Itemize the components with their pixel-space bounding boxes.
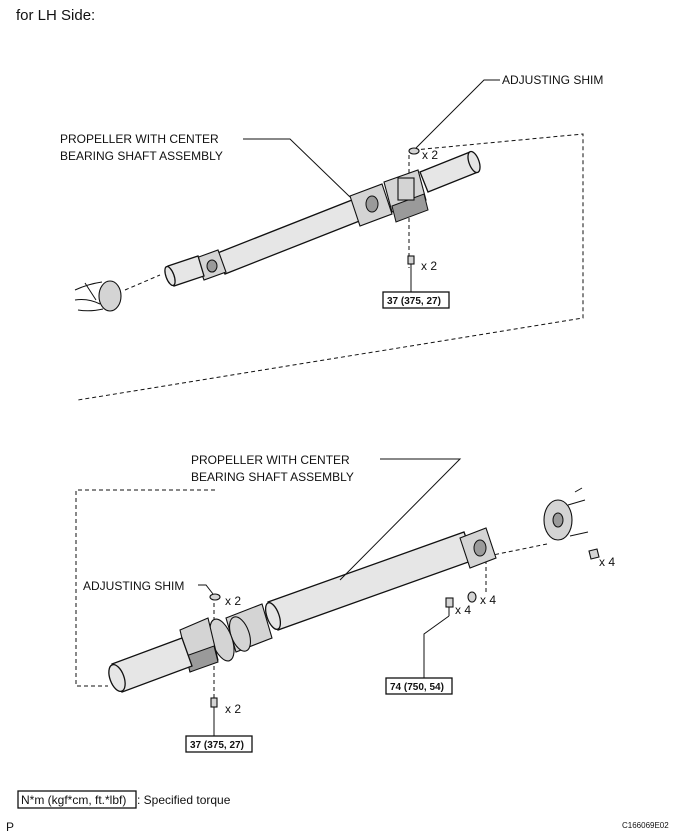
lower-torque-value: 37 (375, 27) xyxy=(190,740,244,751)
flange-bolt-quantity: x 4 xyxy=(455,603,471,617)
diagram-title: for LH Side: xyxy=(16,7,95,24)
lower-bolt-quantity: x 2 xyxy=(225,702,241,716)
torque-legend: N*m (kgf*cm, ft.*lbf) : Specified torque xyxy=(17,790,231,809)
upper-assembly-label-line2: BEARING SHAFT ASSEMBLY xyxy=(60,149,223,163)
upper-assembly: ADJUSTING SHIM x 2 PROPELLER WITH CENTER… xyxy=(60,73,603,401)
flange-washer xyxy=(467,591,477,603)
lower-center-bolt xyxy=(210,697,218,716)
upper-shim-leader xyxy=(415,79,500,149)
upper-alignment-line xyxy=(77,133,584,401)
lower-assembly-label-line1: PROPELLER WITH CENTER xyxy=(191,453,350,467)
upper-propeller-shaft xyxy=(164,150,481,287)
legend-unit-text: N*m (kgf*cm, ft.*lbf) xyxy=(21,793,126,807)
figure-code: C166069E02 xyxy=(622,821,669,830)
upper-adjusting-shim-label: ADJUSTING SHIM xyxy=(502,73,603,87)
lower-adjusting-shim xyxy=(209,593,221,601)
lower-shim-quantity: x 2 xyxy=(225,594,241,608)
flange-nut-quantity: x 4 xyxy=(599,555,615,569)
legend-description: : Specified torque xyxy=(137,793,231,807)
lower-frame-line xyxy=(75,489,215,687)
transmission-output-flange xyxy=(74,280,122,312)
flange-torque-box xyxy=(385,677,453,695)
upper-bolt xyxy=(407,255,415,272)
legend-unit-box xyxy=(17,790,137,809)
upper-bolt-quantity: x 2 xyxy=(421,259,437,273)
lower-assembly-label-line2: BEARING SHAFT ASSEMBLY xyxy=(191,470,354,484)
lower-torque-box xyxy=(185,735,253,753)
upper-assembly-label-line1: PROPELLER WITH CENTER xyxy=(60,132,219,146)
flange-torque-value: 74 (750, 54) xyxy=(390,682,444,693)
washer-quantity: x 4 xyxy=(480,593,496,607)
lower-adjusting-shim-label: ADJUSTING SHIM xyxy=(83,579,184,593)
upper-assembly-leader xyxy=(243,138,351,198)
differential-companion-flange xyxy=(543,487,600,560)
lower-assembly: PROPELLER WITH CENTER BEARING SHAFT ASSE… xyxy=(75,453,615,753)
flange-bolt-leader xyxy=(423,615,450,678)
lower-alignment-line xyxy=(487,543,548,557)
upper-torque-value: 37 (375, 27) xyxy=(387,296,441,307)
page-marker: P xyxy=(6,820,14,834)
lower-assembly-leader xyxy=(339,458,462,581)
lower-propeller-shaft xyxy=(108,527,497,693)
flange-bolt xyxy=(445,597,454,616)
upper-torque-box xyxy=(382,291,450,309)
upper-adjusting-shim xyxy=(408,147,420,155)
upper-axis-dash xyxy=(124,274,161,291)
upper-shim-quantity: x 2 xyxy=(422,148,438,162)
lower-shim-leader xyxy=(198,584,214,595)
